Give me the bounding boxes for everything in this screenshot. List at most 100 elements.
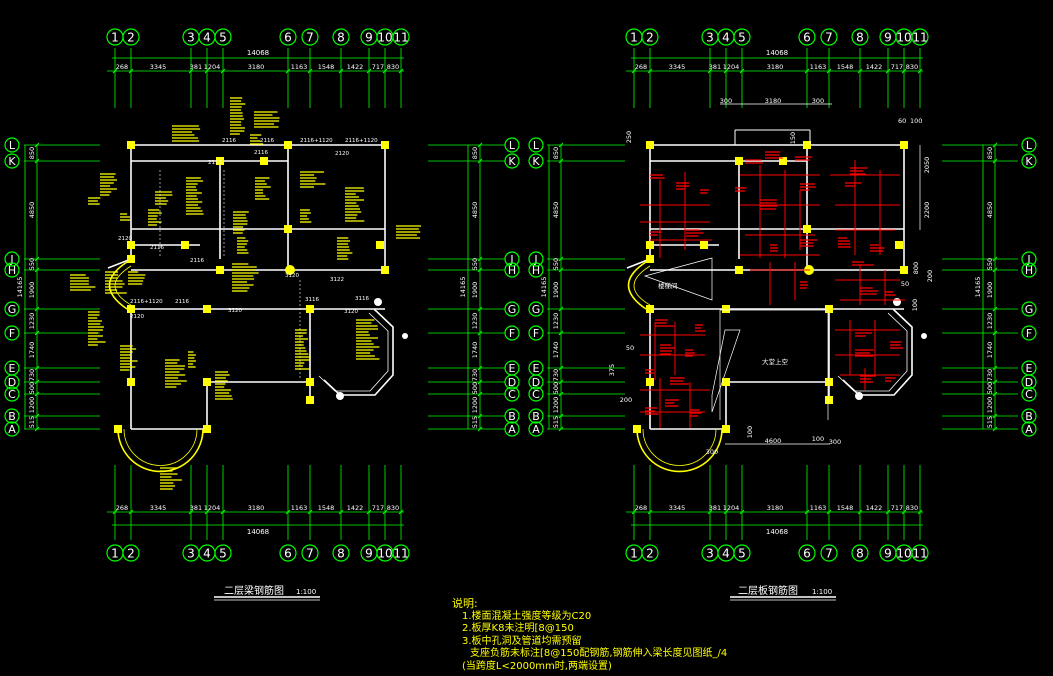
wall-round-bay-inner bbox=[123, 428, 198, 466]
dim-row-0-3: 1900 bbox=[28, 282, 36, 299]
dim-row-0-6: 730 bbox=[28, 369, 36, 381]
grid-bubble-2-bottom bbox=[641, 544, 659, 562]
structural-column bbox=[633, 425, 641, 433]
grid-label-6-top: 6 bbox=[284, 31, 292, 45]
dim-seg-top-3: 1204 bbox=[723, 63, 740, 71]
dim-row-0-0: 850 bbox=[28, 147, 36, 159]
dim-row-0-6: 730 bbox=[552, 369, 560, 381]
slab-dim-top-right: 300 bbox=[812, 97, 824, 105]
dim-vert-tick-1-10 bbox=[992, 426, 998, 432]
grid-bubble-row-B-right bbox=[1021, 408, 1037, 424]
grid-label-row-B-right: B bbox=[508, 410, 516, 423]
dim-tick-bottom-7 bbox=[338, 509, 344, 515]
structural-column bbox=[825, 305, 833, 313]
structural-column bbox=[735, 157, 743, 165]
grid-label-row-G-left: G bbox=[8, 303, 17, 316]
grid-label-3-top: 3 bbox=[187, 31, 195, 45]
wall-round-bay-inner bbox=[642, 428, 717, 466]
grid-bubble-8-bottom bbox=[851, 544, 869, 562]
beam-label: 3120 bbox=[344, 309, 358, 315]
grid-label-row-F-left: F bbox=[533, 327, 539, 340]
grid-label-1-bottom: 1 bbox=[111, 547, 119, 561]
dim-row-0-4: 1230 bbox=[552, 313, 560, 330]
grid-label-10-bottom: 10 bbox=[896, 547, 911, 561]
grid-label-4-top: 4 bbox=[722, 31, 730, 45]
dim-tick-bottom-3 bbox=[723, 509, 729, 515]
dim-vert-tick-1-4 bbox=[477, 306, 483, 312]
dim-vert-tick-0-5 bbox=[34, 330, 40, 336]
grid-label-5-top: 5 bbox=[738, 31, 746, 45]
dim-seg-bottom-3: 1204 bbox=[204, 504, 221, 512]
grid-bubble-8-top bbox=[332, 28, 350, 46]
structural-column bbox=[646, 141, 654, 149]
grid-label-2-bottom: 2 bbox=[127, 547, 135, 561]
design-notes: 说明: 1.楼面混凝土强度等级为C20 2.板厚K8未注明[8@150 3.板中… bbox=[452, 597, 727, 673]
dim-vert-tick-1-6 bbox=[477, 365, 483, 371]
dim-vert-tick-1-1 bbox=[477, 158, 483, 164]
dim-vert-tick-0-9 bbox=[558, 413, 564, 419]
grid-label-5-bottom: 5 bbox=[219, 547, 227, 561]
dim-row-0-9: 515 bbox=[552, 416, 560, 428]
dim-total-bottom: 14068 bbox=[247, 528, 269, 536]
structural-column bbox=[722, 378, 730, 386]
grid-label-6-bottom: 6 bbox=[803, 547, 811, 561]
grid-label-2-top: 2 bbox=[646, 31, 654, 45]
grid-label-7-bottom: 7 bbox=[306, 547, 314, 561]
dim-seg-bottom-8: 717 bbox=[891, 504, 903, 512]
dim-tick-bottom-6 bbox=[826, 509, 832, 515]
dim-row-1-8: 1200 bbox=[471, 397, 479, 414]
grid-label-row-B-left: B bbox=[8, 410, 16, 423]
beam-label: 3116 bbox=[355, 296, 369, 302]
structural-column bbox=[127, 378, 135, 386]
dim-tick-top-1 bbox=[647, 68, 653, 74]
dim-vert-tick-0-8 bbox=[34, 391, 40, 397]
grid-label-8-top: 8 bbox=[337, 31, 345, 45]
dim-vert-tick-0-1 bbox=[558, 158, 564, 164]
dim-tick-top-2 bbox=[188, 68, 194, 74]
dim-row-1-0: 850 bbox=[471, 147, 479, 159]
dim-tick-bottom-8 bbox=[366, 509, 372, 515]
dim-tick-top-7 bbox=[338, 68, 344, 74]
grid-bubble-row-K-left bbox=[528, 153, 544, 169]
beam-label: 2116 bbox=[150, 245, 164, 251]
slab-dim-left-b: 50 bbox=[626, 344, 634, 352]
dim-row-1-1: 4850 bbox=[471, 202, 479, 219]
dim-vert-tick-1-8 bbox=[477, 391, 483, 397]
slab-dim-bottom-d: 300 bbox=[706, 448, 718, 456]
dim-row-1-4: 1230 bbox=[471, 313, 479, 330]
structural-column bbox=[646, 241, 654, 249]
grid-label-row-A-left: A bbox=[532, 423, 540, 436]
beam-label: 3120 bbox=[228, 308, 242, 314]
dim-row-1-7: 500 bbox=[986, 382, 994, 394]
structural-column bbox=[127, 255, 135, 263]
beam-label: 2116 bbox=[190, 258, 204, 264]
dim-seg-bottom-9: 830 bbox=[906, 504, 918, 512]
grid-label-row-H-right: H bbox=[508, 264, 516, 277]
structural-column bbox=[284, 225, 292, 233]
grid-label-row-G-right: G bbox=[508, 303, 517, 316]
grid-bubble-6-bottom bbox=[798, 544, 816, 562]
dim-seg-top-5: 1163 bbox=[810, 63, 827, 71]
grid-label-row-K-right: K bbox=[1025, 155, 1033, 168]
dim-vert-tick-1-7 bbox=[992, 379, 998, 385]
grid-bubble-2-top bbox=[122, 28, 140, 46]
dim-row-total-0: 14165 bbox=[16, 277, 24, 298]
grid-label-row-G-right: G bbox=[1025, 303, 1034, 316]
dim-seg-top-2: 381 bbox=[709, 63, 721, 71]
grid-bubble-row-F-left bbox=[4, 325, 20, 341]
grid-bubble-row-D-right bbox=[504, 374, 520, 390]
grid-label-row-C-left: C bbox=[8, 388, 16, 401]
grid-bubble-row-A-left bbox=[4, 421, 20, 437]
dim-vert-tick-1-5 bbox=[477, 330, 483, 336]
dim-tick-top-6 bbox=[307, 68, 313, 74]
dim-tick-bottom-6 bbox=[307, 509, 313, 515]
grid-bubble-row-G-left bbox=[528, 301, 544, 317]
dim-vert-tick-0-7 bbox=[558, 379, 564, 385]
grid-label-row-A-left: A bbox=[8, 423, 16, 436]
structural-column bbox=[127, 241, 135, 249]
grid-bubble-row-G-left bbox=[4, 301, 20, 317]
dim-vert-tick-0-4 bbox=[34, 306, 40, 312]
grid-bubble-2-top bbox=[641, 28, 659, 46]
